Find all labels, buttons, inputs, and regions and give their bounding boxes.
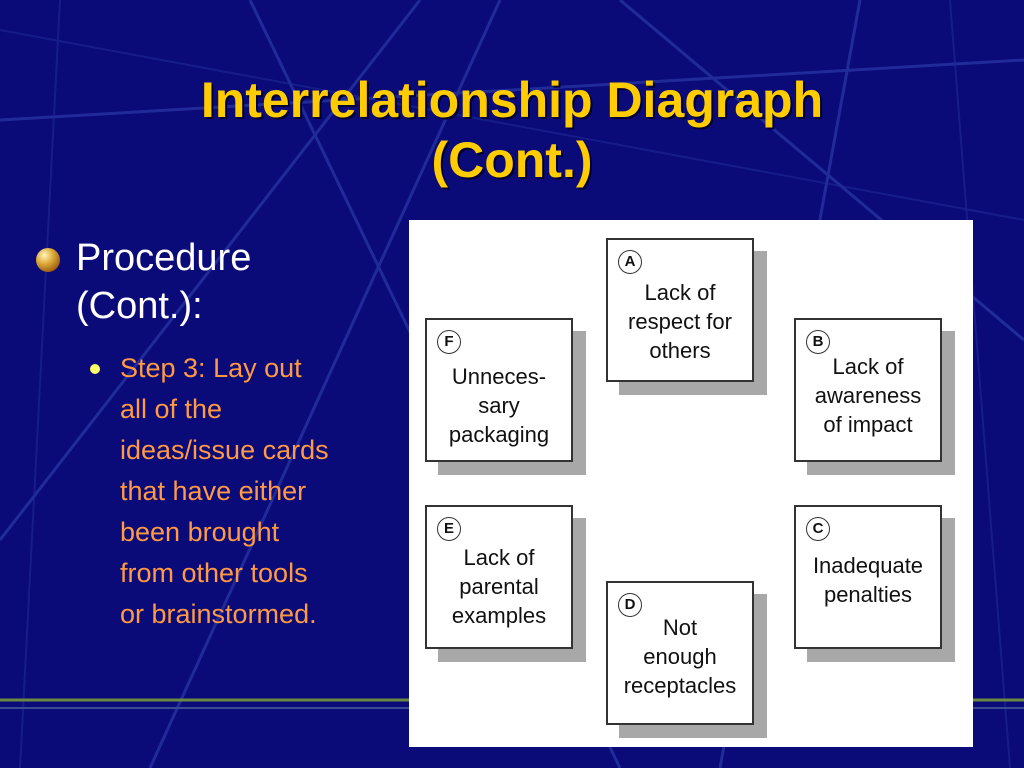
card-letter-badge: C bbox=[806, 517, 830, 541]
card-text-line: examples bbox=[451, 603, 547, 628]
issue-card-d: D Not enough receptacles bbox=[606, 581, 754, 725]
card-letter-badge: B bbox=[806, 330, 830, 354]
card-text-line: Lack of bbox=[832, 354, 904, 379]
card-text-line: respect for bbox=[628, 309, 732, 334]
card-text: Lack of parental examples bbox=[429, 543, 569, 630]
card-text-line: sary bbox=[478, 393, 520, 418]
card-text: Inadequate penalties bbox=[798, 551, 938, 609]
bullet-step3-line: Step 3: Lay out bbox=[120, 353, 302, 383]
card-text-line: awareness bbox=[814, 383, 922, 408]
bullet-ball-icon bbox=[36, 248, 60, 272]
bullet-step3-line: from other tools bbox=[120, 558, 308, 588]
slide-title-line2: (Cont.) bbox=[431, 132, 593, 188]
card-text: Not enough receptacles bbox=[610, 613, 750, 700]
bullet-step3-line: ideas/issue cards bbox=[120, 435, 329, 465]
card-text-line: others bbox=[649, 338, 711, 363]
bullet-procedure-line1: Procedure bbox=[76, 237, 252, 279]
issue-card-f: F Unneces- sary packaging bbox=[425, 318, 573, 462]
card-text-line: penalties bbox=[823, 582, 913, 607]
diagram-panel: A Lack of respect for others B Lack of a… bbox=[409, 220, 973, 747]
bullet-procedure-line2: (Cont.): bbox=[76, 285, 203, 327]
bullet-step3-line: been brought bbox=[120, 517, 280, 547]
card-text-line: Not bbox=[662, 615, 698, 640]
slide-title: Interrelationship Diagraph (Cont.) bbox=[0, 70, 1024, 190]
bullet-step3-text: Step 3: Lay out all of the ideas/issue c… bbox=[120, 348, 390, 635]
card-letter-badge: F bbox=[437, 330, 461, 354]
card-text-line: receptacles bbox=[623, 673, 737, 698]
bullet-step3-line: or brainstormed. bbox=[120, 599, 317, 629]
card-text: Unneces- sary packaging bbox=[429, 362, 569, 449]
issue-card-b: B Lack of awareness of impact bbox=[794, 318, 942, 462]
card-text-line: Lack of bbox=[463, 545, 535, 570]
issue-card-e: E Lack of parental examples bbox=[425, 505, 573, 649]
bullet-procedure-text: Procedure (Cont.): bbox=[76, 234, 376, 330]
card-text-line: packaging bbox=[448, 422, 550, 447]
bullet-step3-line: that have either bbox=[120, 476, 307, 506]
card-text-line: Lack of bbox=[644, 280, 716, 305]
bullet-step3-line: all of the bbox=[120, 394, 223, 424]
issue-card-a: A Lack of respect for others bbox=[606, 238, 754, 382]
card-letter-badge: E bbox=[437, 517, 461, 541]
card-text: Lack of awareness of impact bbox=[798, 352, 938, 439]
card-text-line: enough bbox=[643, 644, 717, 669]
card-text-line: Inadequate bbox=[812, 553, 924, 578]
card-letter-badge: D bbox=[618, 593, 642, 617]
bullet-dot-icon bbox=[90, 364, 100, 374]
issue-card-c: C Inadequate penalties bbox=[794, 505, 942, 649]
card-text-line: of impact bbox=[823, 412, 913, 437]
card-text-line: Unneces- bbox=[451, 364, 547, 389]
card-letter-badge: A bbox=[618, 250, 642, 274]
card-text: Lack of respect for others bbox=[610, 278, 750, 365]
slide-title-line1: Interrelationship Diagraph bbox=[200, 72, 824, 128]
card-text-line: parental bbox=[459, 574, 539, 599]
